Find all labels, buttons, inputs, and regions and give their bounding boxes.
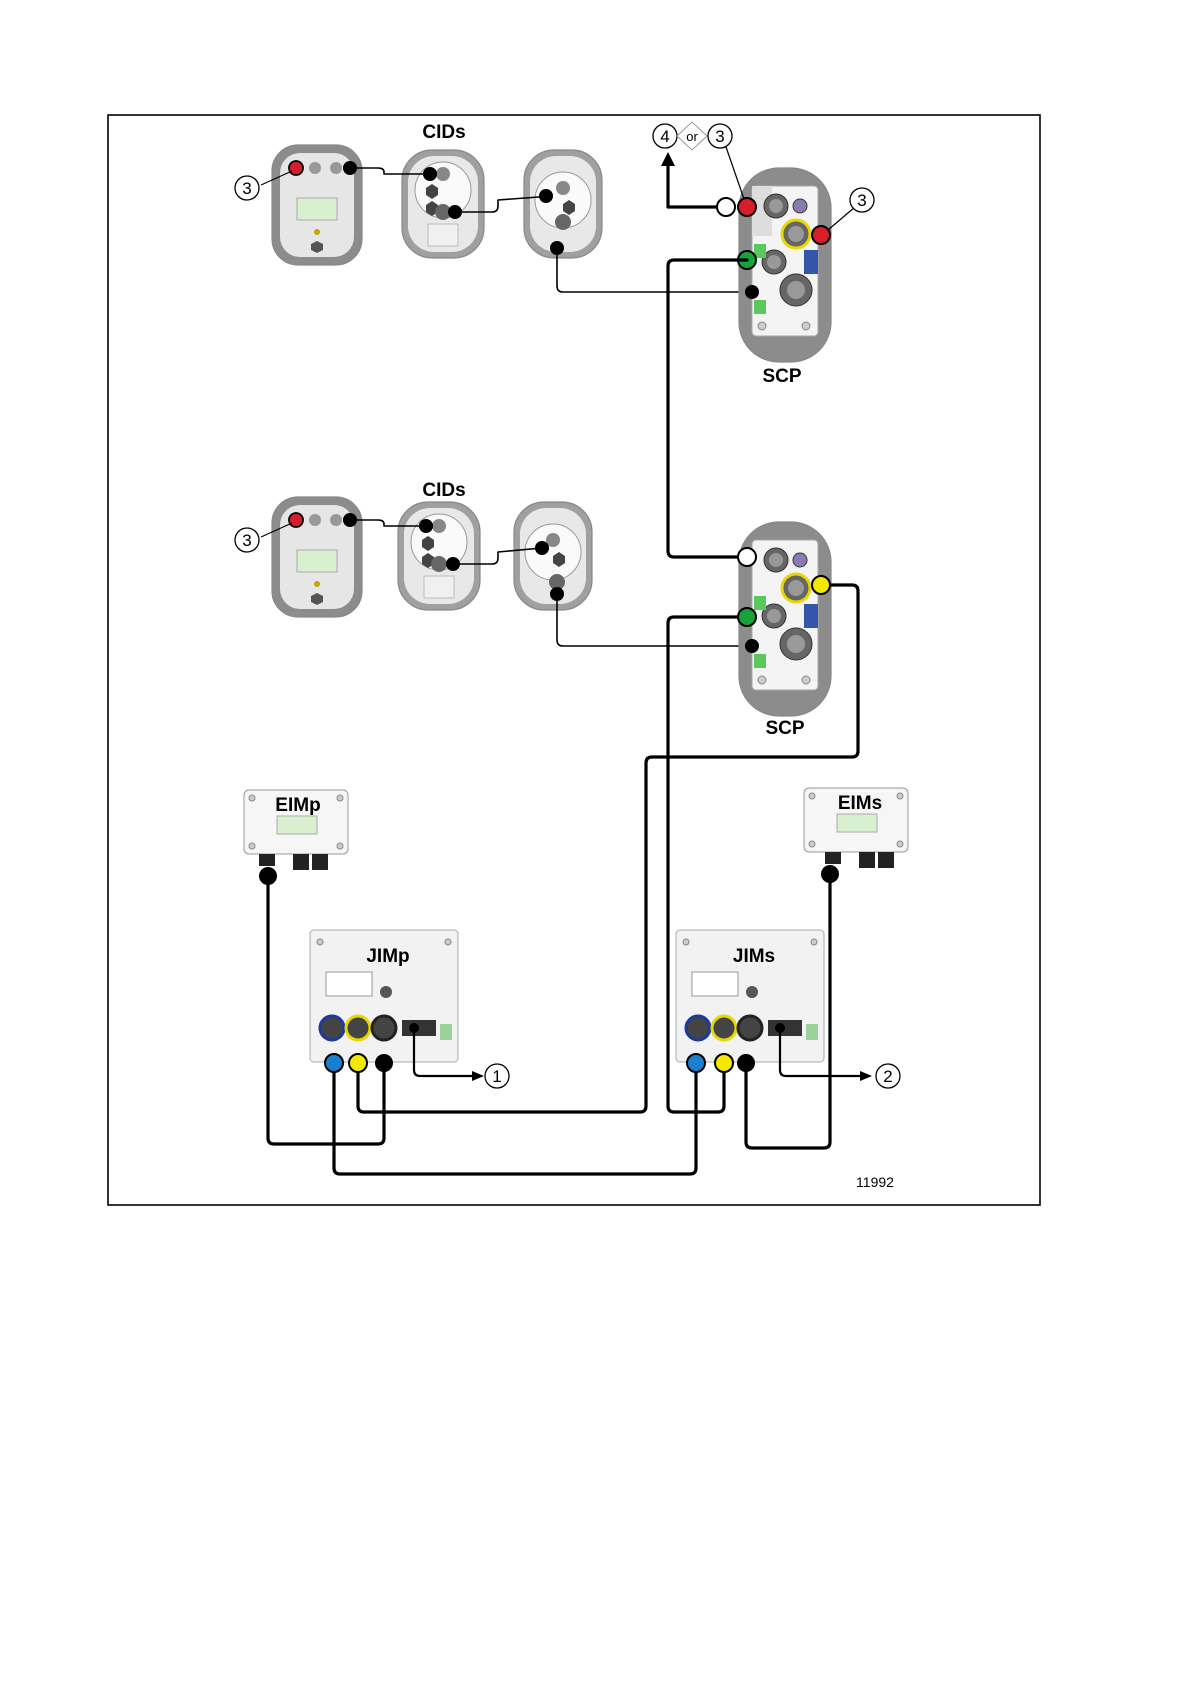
cid-unit-bottom-middle [398, 502, 480, 610]
arrow-right-icon-2 [860, 1071, 872, 1081]
connector-can-jimp [409, 1023, 419, 1033]
connector-black-scp-top [745, 285, 759, 299]
connector-red-cid-top [289, 161, 303, 175]
connector-blue-jimp [325, 1054, 343, 1072]
cid-unit-top-middle [402, 150, 484, 258]
label-jims: JIMs [733, 946, 775, 967]
callout-1: 1 [492, 1067, 501, 1086]
connector-black-cid-bottom-right-in [535, 541, 549, 555]
connector-black-jims [737, 1054, 755, 1072]
jimp-module: JIMp [310, 930, 458, 1062]
cid-group-bottom: 3 CIDs [235, 480, 752, 646]
connector-black-cid-bottom-in [419, 519, 433, 533]
label-eimp: EIMp [275, 795, 320, 816]
callout-2: 2 [883, 1067, 892, 1086]
label-scp-top: SCP [762, 366, 801, 387]
connector-yellow-jimp [349, 1054, 367, 1072]
jims-module: JIMs [676, 930, 824, 1062]
callout-or: or [686, 129, 698, 144]
connector-black-cid-top-in [423, 167, 437, 181]
connector-black-jimp [375, 1054, 393, 1072]
connector-white-scp-top [717, 198, 735, 216]
callout-3-cid-bottom: 3 [242, 531, 251, 550]
eimp-module: EIMp [244, 790, 348, 870]
callout-4: 4 [660, 127, 669, 146]
label-scp-bottom: SCP [765, 718, 804, 739]
callout-3-cid-top: 3 [242, 179, 251, 198]
figure-number: 11992 [856, 1174, 894, 1190]
connector-black-cid-top-mid-out [448, 205, 462, 219]
label-cids-bottom: CIDs [422, 480, 465, 501]
connector-yellow-scp-bottom [812, 576, 830, 594]
connector-black-cid-top-right-out [550, 241, 564, 255]
diagram-frame [108, 115, 1040, 1205]
connector-red-scp-top-left [738, 198, 756, 216]
connector-black-cid-bottom-out [343, 513, 357, 527]
eims-module: EIMs [804, 788, 908, 868]
connector-green-scp-bottom [738, 608, 756, 626]
connector-white-scp-bottom [738, 548, 756, 566]
connector-black-eims [821, 865, 839, 883]
connector-black-cid-bottom-mid-out [446, 557, 460, 571]
connector-black-scp-bottom [745, 639, 759, 653]
label-cids-top: CIDs [422, 122, 465, 143]
connector-blue-jims [687, 1054, 705, 1072]
cid-unit-top-right [524, 150, 602, 258]
connector-red-scp-top-right [812, 226, 830, 244]
callout-3-top: 3 [715, 127, 724, 146]
callout-3-scp-right-text: 3 [857, 191, 866, 210]
arrow-up-icon [661, 152, 675, 166]
label-jimp: JIMp [366, 946, 409, 967]
connector-yellow-jims [715, 1054, 733, 1072]
callout-3-scp-right: 3 [828, 188, 874, 230]
connector-black-cid-top-right-in [539, 189, 553, 203]
connector-red-cid-bottom [289, 513, 303, 527]
connector-black-cid-top-out [343, 161, 357, 175]
connector-can-jims [775, 1023, 785, 1033]
arrow-right-icon-1 [472, 1071, 484, 1081]
label-eims: EIMs [838, 793, 882, 814]
connector-black-cid-bottom-right-out [550, 587, 564, 601]
connector-black-eimp [259, 867, 277, 885]
